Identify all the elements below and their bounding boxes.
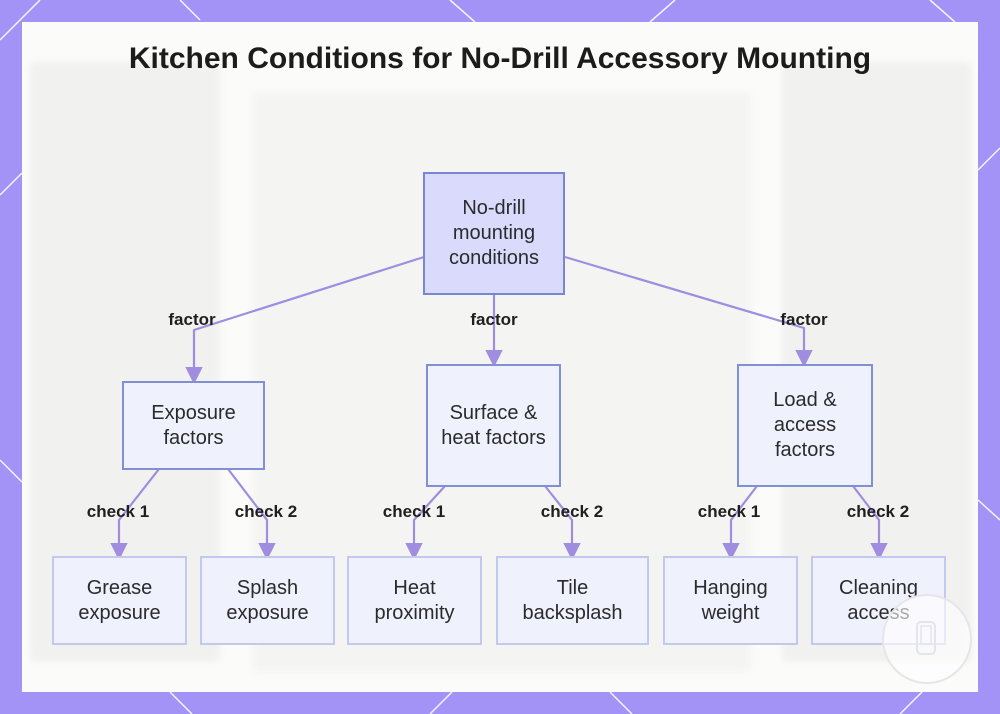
factor-node-label: Surface & heat factors (441, 401, 546, 449)
check-node-hanging-weight: Hanging weight (663, 556, 798, 645)
check-node-label: Splash exposure (226, 576, 309, 624)
check-node-label: Heat proximity (374, 576, 455, 624)
check-node-tile-backsplash: Tile backsplash (496, 556, 649, 645)
edge-label-check-2: check 2 (234, 502, 298, 521)
edge-surface-check2 (544, 485, 581, 561)
check-node-heat-proximity: Heat proximity (347, 556, 482, 645)
edge-label-check-2: check 2 (846, 502, 910, 521)
edge-label-check-1: check 1 (697, 502, 761, 521)
edge-root-to-load (564, 255, 813, 368)
edge-label-check-1: check 1 (382, 502, 446, 521)
title-text: Kitchen Conditions for No-Drill Accessor… (128, 42, 872, 75)
check-node-grease-exposure: Grease exposure (52, 556, 187, 645)
factor-node-load-access: Load & access factors (737, 364, 873, 487)
edge-load-check1 (722, 485, 758, 561)
check-node-label: Tile backsplash (522, 576, 623, 624)
root-node-label: No-drill mounting conditions (448, 197, 540, 269)
phone-icon (916, 621, 936, 655)
check-node-splash-exposure: Splash exposure (200, 556, 335, 645)
edge-label-factor: factor (168, 310, 216, 329)
diagram-title: Kitchen Conditions for No-Drill Accessor… (0, 42, 1000, 76)
factor-node-exposure: Exposure factors (122, 381, 265, 470)
edge-surface-check1 (405, 485, 446, 561)
edge-exposure-check1 (110, 468, 160, 561)
edge-exposure-check2 (227, 468, 276, 561)
root-node: No-drill mounting conditions (423, 172, 565, 295)
factor-node-label: Exposure factors (151, 401, 236, 449)
edge-label-check-1: check 1 (86, 502, 150, 521)
factor-node-surface-heat: Surface & heat factors (426, 364, 561, 487)
watermark-badge (882, 594, 972, 684)
edge-label-check-2: check 2 (540, 502, 604, 521)
edge-label-factor: factor (470, 310, 518, 329)
edge-label-factor: factor (780, 310, 828, 329)
edge-load-check2 (852, 485, 888, 561)
check-node-label: Grease exposure (78, 576, 161, 624)
factor-node-label: Load & access factors (773, 389, 837, 461)
check-node-label: Hanging weight (693, 576, 768, 624)
edge-root-to-exposure (185, 255, 425, 385)
